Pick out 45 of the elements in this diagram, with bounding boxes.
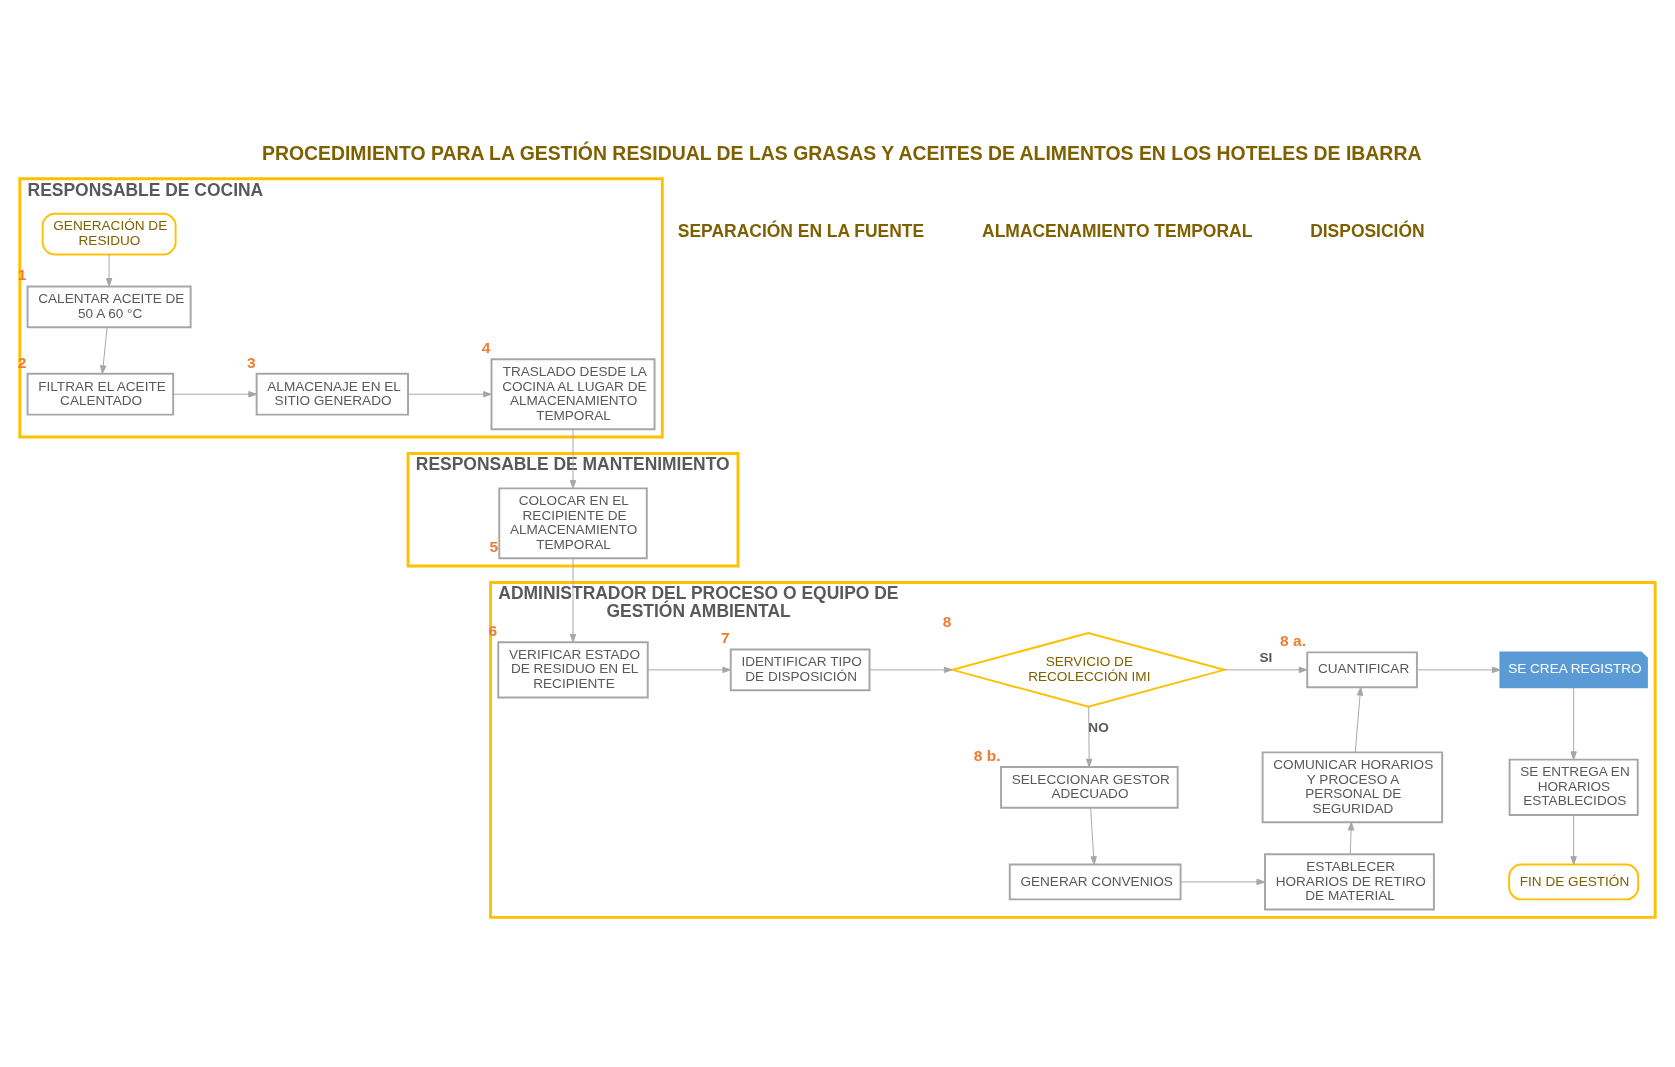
arrow	[99, 327, 108, 375]
label: DISPOSICIÓN	[1310, 221, 1425, 242]
node-label: 7	[721, 629, 730, 647]
arrow	[1570, 814, 1577, 865]
node-box: CUANTIFICAR	[1306, 651, 1418, 689]
arrow	[1223, 666, 1308, 674]
node-box: FILTRAR EL ACEITE CALENTADO	[26, 372, 175, 416]
node-box: FIN DE GESTIÓN	[1508, 863, 1640, 901]
node-label: 8 b.	[973, 746, 1001, 764]
node-box: VERIFICAR ESTADO DE RESIDUO EN EL RECIPIENTE	[497, 641, 649, 699]
node-box: TRASLADO DESDE LA COCINA AL LUGAR DE ALMACENAMIENTO TEMPORAL	[490, 358, 656, 431]
node-box: GENERACIÓN DE RESIDUO	[41, 212, 177, 256]
edge-label: NO	[1088, 720, 1109, 736]
node-box: ESTABLECER HORARIOS DE RETIRO DE MATERIAL	[1264, 853, 1435, 911]
node-box: IDENTIFICAR TIPO DE DISPOSICIÓN	[729, 648, 871, 692]
arrow	[1347, 821, 1355, 855]
node-box: CALENTAR ACEITE DE 50 A 60 °C	[26, 285, 192, 329]
arrow	[1180, 878, 1266, 886]
arrow	[569, 558, 577, 643]
label: SEPARACIÓN EN LA FUENTE	[677, 221, 925, 242]
node-label: 8	[942, 612, 952, 630]
node-label: 5	[489, 538, 499, 556]
node-label: 8 a.	[1280, 632, 1306, 650]
diagram-title: PROCEDIMIENTO PARA LA GESTIÓN RESIDUAL DE LAS GRASAS Y ACEITES DE ALIMENTOS EN LOS HOTELES DE IBARRA	[261, 142, 1422, 165]
arrow	[869, 666, 953, 674]
edge-label: SI	[1259, 650, 1273, 666]
node-box: SELECCIONAR GESTOR ADECUADO	[1000, 765, 1179, 809]
node-box: GENERAR CONVENIOS	[1008, 863, 1182, 901]
node-box: COMUNICAR HORARIOS Y PROCESO A PERSONAL DE SEGURIDAD	[1261, 751, 1444, 824]
arrow	[105, 254, 113, 287]
node-box: COLOCAR EN EL RECIPIENTE DE ALMACENAMIENTO TEMPORAL	[498, 487, 648, 560]
node-label: 4	[481, 339, 491, 357]
arrow	[569, 428, 577, 489]
arrow	[1090, 807, 1097, 865]
arrow	[408, 391, 492, 398]
arrow	[1570, 686, 1577, 761]
arrow	[1416, 666, 1501, 674]
label: ALMACENAMIENTO TEMPORAL	[982, 221, 1253, 242]
arrow	[1085, 706, 1093, 768]
node-box: ALMACENAJE EN EL SITIO GENERADO	[255, 372, 409, 416]
arrow	[1354, 686, 1364, 753]
node-label: 3	[246, 353, 256, 371]
arrow	[172, 391, 258, 398]
node-box: SE ENTREGA EN HORARIOS ESTABLECIDOS	[1508, 758, 1639, 816]
arrow	[647, 666, 732, 674]
